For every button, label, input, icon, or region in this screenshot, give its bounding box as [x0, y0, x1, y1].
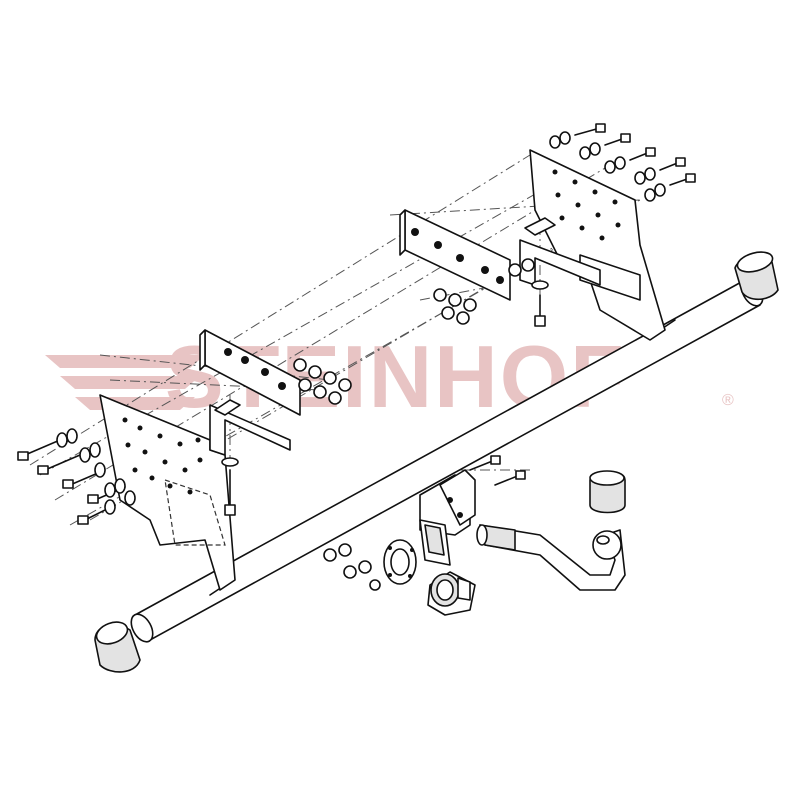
bolt [77, 490, 136, 525]
vertical-bolt-left [221, 457, 239, 516]
left-bolts [17, 428, 136, 525]
bolt [17, 428, 78, 461]
right-clamp-plate [399, 209, 511, 301]
left-clamp-plate [199, 329, 301, 416]
socket-gasket [383, 539, 417, 585]
bolt [87, 478, 126, 504]
bolt [579, 133, 631, 160]
nuts-washers-left [293, 358, 352, 405]
bolt [37, 442, 101, 475]
left-l-bracket [209, 399, 291, 456]
tow-mount-bracket [419, 469, 476, 536]
left-end-cap [94, 621, 141, 673]
bolt [644, 173, 696, 202]
nuts-washers-center [323, 543, 381, 591]
tow-arm [476, 524, 626, 591]
mount-bolts [469, 455, 526, 486]
nuts-washers-right [433, 258, 535, 325]
tow-ball-icon [592, 530, 622, 560]
right-l-bracket [519, 217, 601, 286]
vertical-bolt-right [531, 280, 549, 327]
cross-bar-tube [130, 277, 764, 643]
right-side-bracket [529, 149, 666, 341]
tow-ball-cover [589, 470, 626, 514]
right-end-cap [734, 251, 779, 301]
socket-plate [419, 519, 451, 566]
bolt [62, 462, 106, 489]
electrical-socket-icon [427, 571, 476, 616]
registered-mark: ® [722, 392, 734, 409]
bolt [604, 147, 656, 174]
bolt [549, 123, 606, 149]
right-bolts [549, 123, 696, 202]
bolt [634, 157, 686, 185]
